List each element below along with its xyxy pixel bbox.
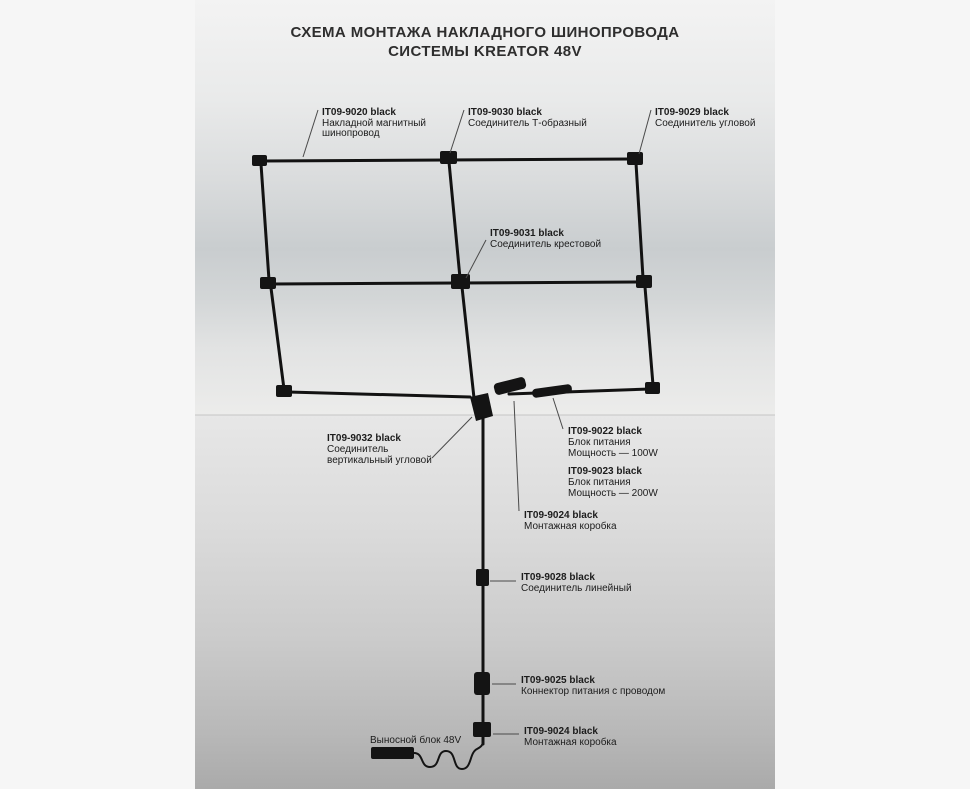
- t-connector: [440, 151, 457, 164]
- label-it09-9022: IT09-9022 black Блок питания Мощность — …: [568, 426, 658, 459]
- label-it09-9025: IT09-9025 black Коннектор питания с пров…: [521, 675, 665, 697]
- label-it09-9029: IT09-9029 black Соединитель угловой: [655, 107, 755, 129]
- label-code: IT09-9024 black: [524, 726, 598, 737]
- label-code: IT09-9022 black: [568, 426, 642, 437]
- power-supply-block-a: [493, 377, 527, 395]
- leader-vertical-corner: [431, 416, 473, 459]
- power-cable: [413, 740, 484, 771]
- leader-lines: [302, 109, 652, 735]
- track-col-mid-lower: [460, 285, 476, 400]
- label-desc: Мощность — 200W: [568, 488, 658, 499]
- label-code: IT09-9020 black: [322, 107, 396, 118]
- label-it09-9031: IT09-9031 black Соединитель крестовой: [490, 228, 601, 250]
- external-psu-box: [371, 747, 414, 759]
- label-code: IT09-9032 black: [327, 433, 401, 444]
- label-code: IT09-9024 black: [524, 510, 598, 521]
- label-desc: вертикальный угловой: [327, 455, 432, 466]
- label-code: IT09-9030 black: [468, 107, 542, 118]
- label-code: IT09-9028 black: [521, 572, 595, 583]
- label-desc: Соединитель Т-образный: [468, 117, 587, 129]
- connector-end-row2-left: [260, 277, 276, 289]
- track-col-left-upper: [259, 162, 271, 282]
- vertical-corner-connector: [470, 393, 493, 421]
- photo-backdrop-ceiling: [195, 0, 775, 415]
- label-it09-9020: IT09-9020 black Накладной магнитный шино…: [322, 107, 426, 139]
- label-it09-9024-bottom: IT09-9024 black Монтажная коробка: [524, 726, 617, 748]
- label-desc: Соединитель: [327, 444, 388, 455]
- label-code: IT09-9031 black: [490, 228, 564, 239]
- label-desc: Соединитель крестовой: [490, 239, 601, 250]
- label-code: IT09-9029 black: [655, 107, 729, 118]
- label-it09-9028: IT09-9028 black Соединитель линейный: [521, 572, 632, 594]
- label-desc: Соединитель линейный: [521, 583, 632, 594]
- cross-connector: [451, 274, 470, 289]
- connector-end-row3-right: [645, 382, 660, 394]
- label-desc: Соединитель угловой: [655, 118, 755, 129]
- connector-row2-right: [636, 275, 652, 288]
- linear-connector: [476, 569, 489, 586]
- connectors: [252, 151, 660, 421]
- leader-corner-connector: [638, 109, 652, 155]
- connector-end-row1-left: [252, 155, 267, 166]
- track-col-right-upper: [634, 161, 645, 280]
- label-desc: Коннектор питания с проводом: [521, 686, 665, 697]
- power-supply-body-b: [532, 384, 572, 398]
- connector-end-row3-left: [276, 385, 292, 397]
- label-code: IT09-9025 black: [521, 675, 595, 686]
- label-it09-9024-top: IT09-9024 black Монтажная коробка: [524, 510, 617, 532]
- diagram-title-line1: СХЕМА МОНТАЖА НАКЛАДНОГО ШИНОПРОВОДА: [291, 24, 680, 41]
- track-col-left-lower: [269, 286, 286, 391]
- diagram-title-line2: СИСТЕМЫ KREATOR 48V: [388, 43, 582, 60]
- label-it09-9032: IT09-9032 black Соединитель вертикальный…: [327, 433, 432, 466]
- label-desc: шинопровод: [322, 128, 380, 139]
- track-row-3-left: [286, 390, 472, 399]
- external-psu-label: Выносной блок 48V: [370, 734, 461, 746]
- label-desc: Блок питания: [568, 437, 631, 448]
- label-it09-9023: IT09-9023 black Блок питания Мощность — …: [568, 466, 658, 499]
- track-col-right-lower: [643, 285, 655, 387]
- label-desc: Монтажная коробка: [524, 520, 617, 532]
- leader-psu: [552, 397, 564, 430]
- power-supply-body-a: [493, 377, 527, 395]
- leader-mounting-box-top: [513, 400, 520, 512]
- leader-t-connector: [449, 109, 465, 154]
- track-col-mid-upper: [447, 160, 462, 280]
- label-desc: Блок питания: [568, 477, 631, 488]
- label-it09-9030: IT09-9030 black Соединитель Т-образный: [468, 107, 587, 129]
- leader-cross-connector: [465, 239, 487, 279]
- label-desc: Мощность — 100W: [568, 448, 658, 459]
- leader-track: [302, 109, 319, 158]
- mounting-box-bottom: [473, 722, 491, 737]
- label-desc: Монтажная коробка: [524, 736, 617, 748]
- power-feed-connector: [474, 672, 490, 695]
- label-desc: Накладной магнитный: [322, 118, 426, 129]
- power-supply-block-b: [532, 384, 572, 398]
- corner-connector-row1-right: [627, 152, 643, 165]
- label-code: IT09-9023 black: [568, 466, 642, 477]
